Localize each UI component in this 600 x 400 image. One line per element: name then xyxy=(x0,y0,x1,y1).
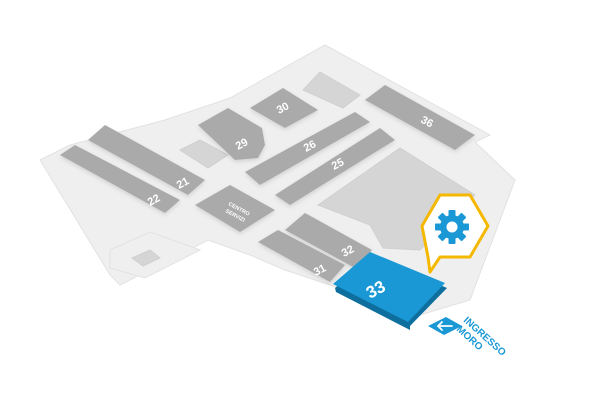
hall-21[interactable] xyxy=(88,125,205,195)
hall-label-21: 21 xyxy=(175,175,191,191)
plot-small-light xyxy=(131,249,161,267)
hall-30[interactable] xyxy=(250,88,318,128)
map-marker[interactable] xyxy=(420,193,490,274)
hall-labels: 36 30 29 26 25 21 22 CENTRO SERVIZI 32 3… xyxy=(146,100,435,302)
hall-label-30: 30 xyxy=(275,100,291,116)
hall-26[interactable] xyxy=(245,112,370,185)
hall-label-29: 29 xyxy=(234,136,250,152)
hall-32[interactable] xyxy=(285,213,372,268)
hall-label-32: 32 xyxy=(340,243,356,259)
hall-label-22: 22 xyxy=(146,192,162,208)
hall-36[interactable] xyxy=(365,85,475,150)
hall-label-36: 36 xyxy=(419,114,435,130)
hall-label-26: 26 xyxy=(302,138,318,154)
arrow-left-icon xyxy=(437,321,453,331)
hall-33[interactable] xyxy=(333,252,445,322)
plot-left-light xyxy=(178,139,229,169)
hall-31[interactable] xyxy=(258,230,345,282)
highlighted-hall-group xyxy=(333,252,447,330)
gear-icon xyxy=(435,210,469,244)
halls xyxy=(60,85,475,282)
hall-centro-servizi[interactable] xyxy=(195,185,275,232)
hall-29[interactable] xyxy=(198,108,265,160)
hall-label-25: 25 xyxy=(330,156,346,172)
entrance-ingresso-moro[interactable]: INGRESSO MORO xyxy=(428,315,508,359)
plot-top-light xyxy=(302,71,361,109)
hall-label-31: 31 xyxy=(312,262,328,278)
hall-22[interactable] xyxy=(60,145,180,213)
hall-25[interactable] xyxy=(275,128,395,205)
